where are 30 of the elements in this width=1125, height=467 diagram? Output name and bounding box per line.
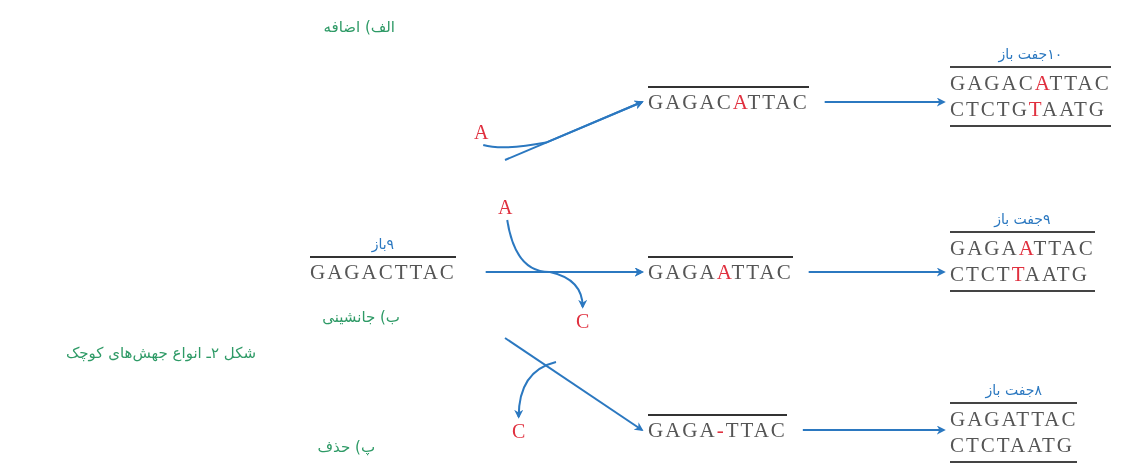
arrow (823, 97, 946, 107)
dna-sequence: GAGACATTAC (648, 86, 809, 115)
nucleotide-letter: C (576, 310, 590, 332)
dna-sequence: GAGAATTAC (950, 235, 1095, 261)
arrow (801, 425, 946, 435)
arrow (482, 100, 644, 149)
nucleotide-letter: A (498, 196, 513, 218)
dna-sequence: GAGACATTAC (950, 70, 1111, 96)
arrow (807, 267, 946, 277)
mutation-type-label: پ) حذف (317, 438, 375, 456)
arrow (484, 271, 587, 309)
dna-sequence: GAGA-TTAC (648, 414, 787, 443)
nucleotide-letter: C (512, 420, 526, 442)
arrow (506, 219, 644, 277)
dna-sequence: CTCTTAATG (950, 261, 1090, 287)
mutation-type-label: ب) جانشینی (322, 308, 400, 326)
dna-sequence: GAGATTAC (950, 406, 1078, 432)
dna-sequence: GAGACTTAC (310, 256, 456, 285)
base-pair-count: ۸جفت باز (985, 382, 1042, 398)
dna-sequence: CTCTGTAATG (950, 96, 1107, 122)
nucleotide-letter: A (474, 121, 489, 143)
dna-sequence: GAGAATTAC (648, 256, 793, 285)
base-count: ۹باز (371, 236, 395, 252)
figure-caption: شکل ۲ـ انواع جهش‌های کوچک (65, 344, 256, 362)
arrow (514, 361, 557, 419)
mutation-type-label: الف) اضافه (323, 18, 395, 36)
dna-sequence: CTCTAATG (950, 432, 1075, 458)
arrow (504, 337, 644, 431)
base-pair-count: ۹جفت باز (994, 211, 1051, 227)
base-pair-count: ۱۰جفت باز (998, 46, 1063, 62)
